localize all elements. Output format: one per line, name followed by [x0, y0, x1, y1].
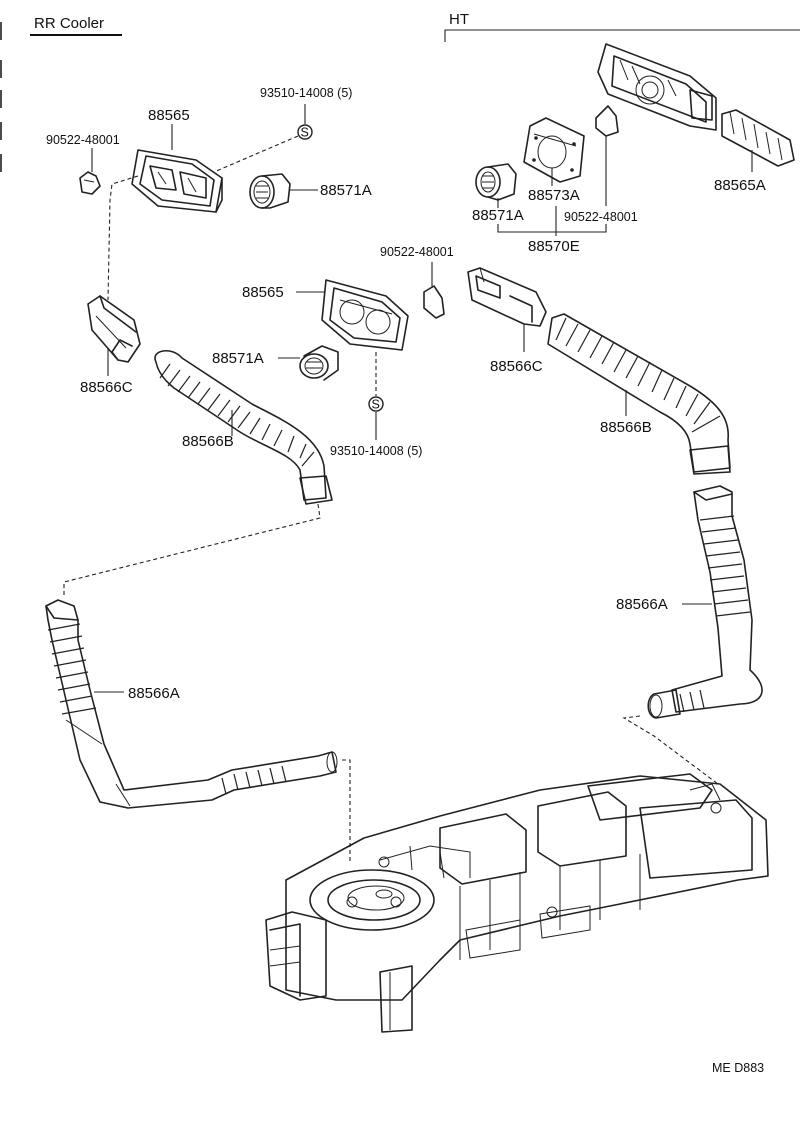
rr-cooler-header: RR Cooler	[30, 15, 122, 36]
rear-cooler-unit	[265, 773, 769, 1033]
screw-93510-left: S	[297, 124, 313, 140]
label-88566A-left: 88566A	[128, 685, 180, 702]
clip-90522-mid	[423, 285, 445, 319]
label-88566C-left: 88566C	[80, 379, 133, 396]
ht-title: HT	[449, 11, 469, 28]
label-88565-mid: 88565	[242, 284, 284, 301]
label-88566A-right: 88566A	[616, 596, 668, 613]
bezel-88573A	[523, 117, 585, 183]
label-88571A-right: 88571A	[472, 207, 524, 224]
label-88573A: 88573A	[528, 187, 580, 204]
label-93510-mid: 93510-14008 (5)	[330, 444, 422, 458]
duct-88566C-left	[87, 295, 141, 363]
label-88565-left: 88565	[148, 107, 190, 124]
label-88566B-left: 88566B	[182, 433, 234, 450]
screw-symbol-mid: S	[372, 398, 380, 412]
louver-88571A-mid	[299, 345, 339, 381]
label-88566B-right: 88566B	[600, 419, 652, 436]
label-93510-left: 93510-14008 (5)	[260, 86, 352, 100]
label-88570E: 88570E	[528, 238, 580, 255]
hose-88566B-right	[547, 313, 731, 475]
duct-88566A-left	[45, 599, 338, 809]
register-frame-88565-left	[131, 149, 223, 213]
rr-cooler-title: RR Cooler	[34, 15, 104, 32]
louver-88571A-right	[475, 163, 517, 201]
screw-93510-mid: S	[368, 396, 384, 412]
register-frame-88565-mid	[321, 279, 409, 351]
ht-header: HT	[444, 11, 800, 42]
clip-90522-right	[595, 105, 619, 137]
footer-code: ME D883	[712, 1061, 764, 1075]
label-88566C-right: 88566C	[490, 358, 543, 375]
label-90522-mid: 90522-48001	[380, 245, 454, 259]
louver-88571A-left	[249, 173, 291, 209]
hose-88566B-left	[154, 350, 333, 505]
screw-symbol-left: S	[301, 126, 309, 140]
label-88565A: 88565A	[714, 177, 766, 194]
label-90522-right: 90522-48001	[564, 210, 638, 224]
label-88571A-left: 88571A	[320, 182, 372, 199]
clip-90522-left	[79, 171, 101, 195]
label-90522-left: 90522-48001	[46, 133, 120, 147]
duct-88566C-right	[467, 267, 547, 327]
duct-88566A-right	[647, 485, 763, 719]
ht-outlet-housing	[597, 43, 717, 131]
duct-88565A	[721, 109, 795, 167]
label-88571A-mid: 88571A	[212, 350, 264, 367]
